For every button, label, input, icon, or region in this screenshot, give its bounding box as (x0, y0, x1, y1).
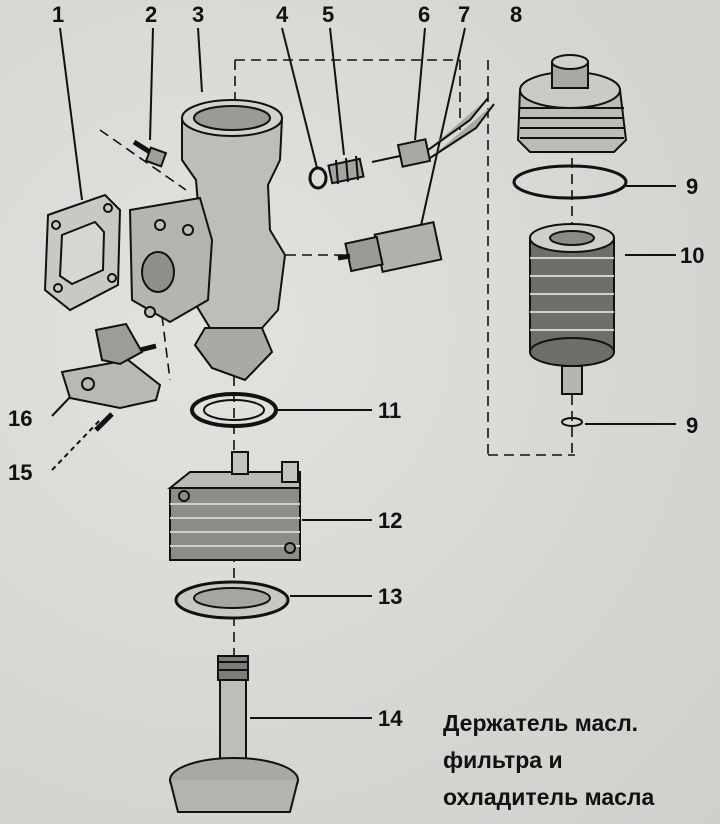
filter-element (529, 223, 615, 395)
callout-9-upper: 9 (686, 174, 698, 199)
callout-4: 4 (276, 2, 289, 27)
bolt (132, 139, 168, 168)
bracket (60, 322, 162, 410)
seal-ring-lower (561, 417, 583, 427)
filter-housing (128, 99, 287, 382)
caption-line-2: фильтра и (443, 747, 563, 773)
caption-line-1: Держатель масл. (443, 710, 639, 736)
callout-16: 16 (8, 406, 32, 431)
callout-8: 8 (510, 2, 522, 27)
callout-13: 13 (378, 584, 402, 609)
leader-lines (51, 27, 676, 719)
assembly-guides (99, 59, 575, 720)
callout-3: 3 (192, 2, 204, 27)
oil-pressure-switch (371, 97, 495, 168)
oil-temperature-sensor (337, 220, 443, 274)
callout-12: 12 (378, 508, 402, 533)
callout-9-lower: 9 (686, 413, 698, 438)
callout-labels: 1 2 3 4 5 6 7 8 9 10 9 11 12 13 14 15 16 (8, 2, 704, 731)
callout-6: 6 (418, 2, 430, 27)
callout-14: 14 (378, 706, 403, 731)
callout-11: 11 (378, 398, 401, 423)
callout-5: 5 (322, 2, 334, 27)
callout-10: 10 (680, 243, 704, 268)
seal-ring-upper (512, 164, 628, 200)
cooler-seal (190, 392, 278, 428)
fitting (327, 155, 365, 185)
cooler-gasket (174, 580, 290, 620)
hollow-bolt (169, 655, 299, 813)
callout-7: 7 (458, 2, 470, 27)
o-ring (308, 166, 328, 190)
caption-line-3: охладитель масла (443, 784, 655, 810)
callout-2: 2 (145, 2, 157, 27)
screw (94, 412, 114, 432)
callout-1: 1 (52, 2, 64, 27)
callout-15: 15 (8, 460, 32, 485)
gasket-plate (43, 193, 122, 312)
filter-cap (516, 54, 628, 153)
diagram-caption: Держатель масл. фильтра и охладитель мас… (443, 705, 713, 816)
oil-cooler (167, 451, 301, 561)
